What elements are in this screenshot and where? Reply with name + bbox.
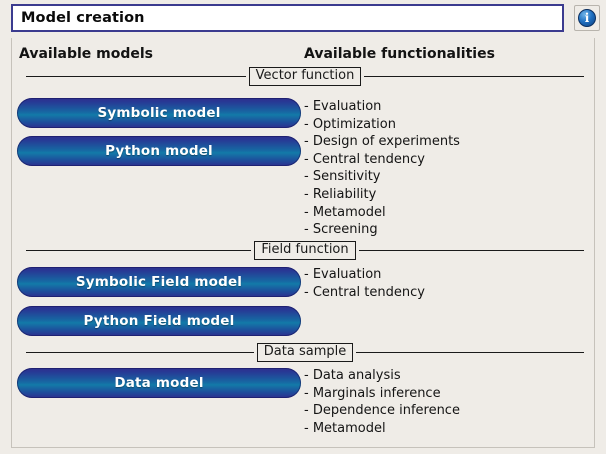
list-item: - Sensitivity xyxy=(304,169,381,185)
separator-line-left xyxy=(26,75,246,77)
section-label-data-sample: Data sample xyxy=(256,342,354,362)
list-item: - Dependence inference xyxy=(304,403,460,419)
section-separator-vector-function: Vector function xyxy=(14,66,594,86)
functionality-list-vector-function: - Evaluation - Optimization - Design of … xyxy=(304,98,460,239)
separator-line-right xyxy=(358,249,584,251)
functionality-list-field-function: - Evaluation - Central tendency xyxy=(304,266,425,301)
list-item: - Marginals inference xyxy=(304,385,441,401)
functionality-list-data-sample: - Data analysis - Marginals inference - … xyxy=(304,367,460,437)
separator-line-right xyxy=(364,75,585,77)
info-button[interactable]: i xyxy=(574,5,600,31)
model-creation-panel: Available models Available functionaliti… xyxy=(11,38,595,448)
section-separator-data-sample: Data sample xyxy=(14,342,594,362)
window-titlebar: Model creation i xyxy=(0,0,606,36)
list-item: - Screening xyxy=(304,222,378,238)
column-header-models: Available models xyxy=(19,46,153,62)
list-item: - Evaluation xyxy=(304,267,382,282)
button-symbolic-model[interactable]: Symbolic model xyxy=(17,98,301,128)
info-icon: i xyxy=(578,9,596,27)
window-title: Model creation xyxy=(21,10,145,26)
model-name-input[interactable]: Model creation xyxy=(11,4,564,32)
column-header-functionalities: Available functionalities xyxy=(304,46,495,62)
button-python-field-model[interactable]: Python Field model xyxy=(17,306,301,336)
list-item: - Data analysis xyxy=(304,368,401,383)
separator-line-left xyxy=(26,351,254,353)
section-label-field-function: Field function xyxy=(254,240,356,260)
list-item: - Central tendency xyxy=(304,151,425,167)
button-python-model[interactable]: Python model xyxy=(17,136,301,166)
list-item: - Metamodel xyxy=(304,420,386,436)
list-item: - Evaluation xyxy=(304,99,382,114)
section-label-vector-function: Vector function xyxy=(248,66,362,86)
list-item: - Design of experiments xyxy=(304,134,460,150)
list-item: - Reliability xyxy=(304,186,377,202)
column-headers: Available models Available functionaliti… xyxy=(12,44,594,68)
list-item: - Central tendency xyxy=(304,284,425,300)
section-separator-field-function: Field function xyxy=(14,240,594,260)
list-item: - Optimization xyxy=(304,116,396,132)
separator-line-left xyxy=(26,249,252,251)
button-data-model[interactable]: Data model xyxy=(17,368,301,398)
separator-line-right xyxy=(356,351,584,353)
list-item: - Metamodel xyxy=(304,204,386,220)
button-symbolic-field-model[interactable]: Symbolic Field model xyxy=(17,267,301,297)
